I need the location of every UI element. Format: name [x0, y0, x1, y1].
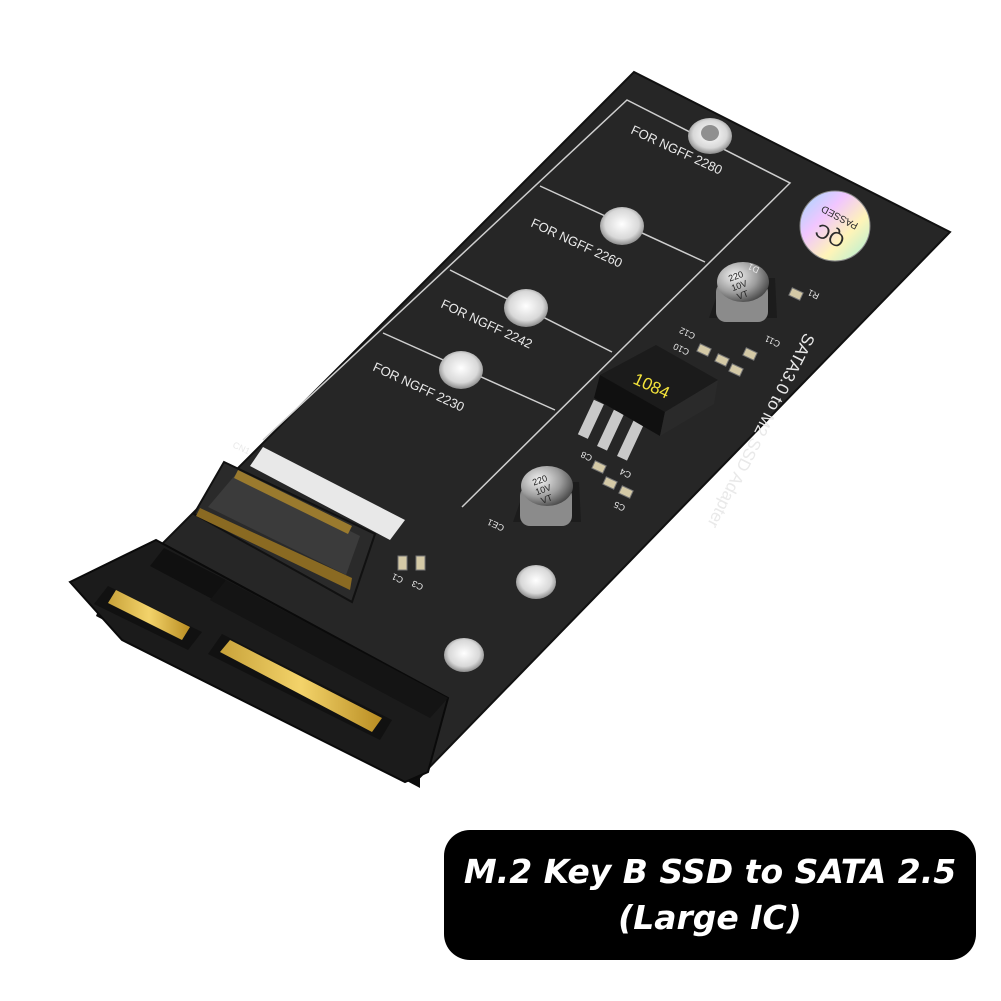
smd-components — [397, 287, 804, 571]
m2-connector — [192, 447, 405, 604]
ref-c3: C3 — [410, 578, 425, 592]
regulator-ic: 1084 — [577, 345, 718, 461]
ref-cn1: CN1 — [231, 440, 252, 457]
cap-bottom-mark-3: VT — [540, 492, 555, 506]
cap-top-mark-3: VT — [736, 288, 751, 302]
caption-line-1: M.2 Key B SSD to SATA 2.5 — [463, 852, 957, 891]
product-caption-badge: M.2 Key B SSD to SATA 2.5 (Large IC) — [444, 830, 976, 960]
ref-c5: C5 — [612, 499, 627, 513]
ref-c4: C4 — [618, 466, 633, 480]
cap-top-mark-1: 220 — [727, 269, 745, 284]
capacitor-top: 220 10V VT — [709, 262, 777, 322]
ref-c1: C1 — [390, 571, 405, 585]
ref-r1: R1 — [806, 287, 821, 301]
qc-passed-sticker: QC PASSED — [799, 190, 871, 262]
cap-bottom-mark-1: 220 — [531, 473, 549, 488]
mount-holes — [439, 118, 732, 672]
caption-line-2: (Large IC) — [618, 898, 802, 937]
ref-d1: D1 — [746, 261, 761, 275]
sata-connector — [68, 538, 450, 784]
ref-c8: C8 — [579, 449, 594, 463]
capacitor-bottom: 220 10V VT — [513, 466, 581, 526]
